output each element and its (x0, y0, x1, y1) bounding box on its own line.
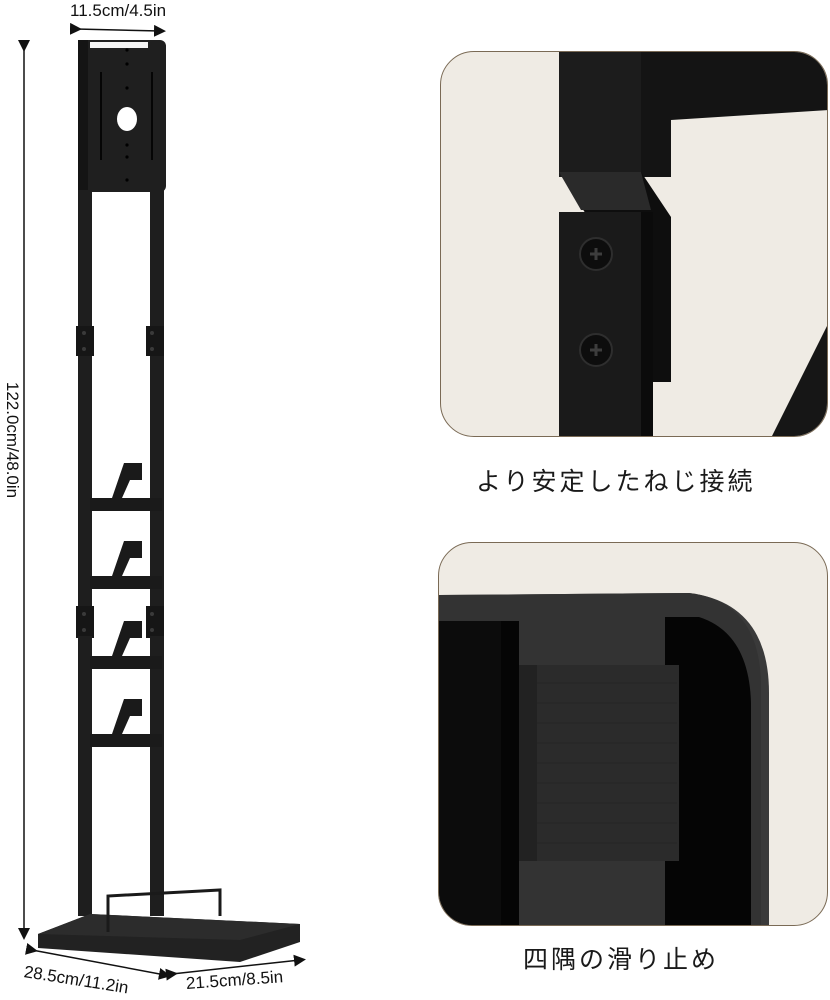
feature-caption-screw-joint: より安定したねじ接続 (476, 467, 756, 496)
feature-caption-anti-slip: 四隅の滑り止め (523, 945, 720, 974)
screw-joint-closeup-image (559, 52, 827, 436)
vacuum-stand-drawing (18, 22, 306, 981)
stand-illustration (18, 22, 306, 981)
screw-icon (579, 333, 613, 367)
anti-slip-pad-closeup-image (439, 593, 769, 925)
screw-icon (579, 237, 613, 271)
dimension-height: 122.0cm/48.0in (3, 381, 22, 499)
feature-panel-anti-slip (438, 542, 828, 926)
dimension-top-width: 11.5cm/4.5in (70, 1, 167, 20)
feature-panel-screw-joint (440, 51, 828, 437)
